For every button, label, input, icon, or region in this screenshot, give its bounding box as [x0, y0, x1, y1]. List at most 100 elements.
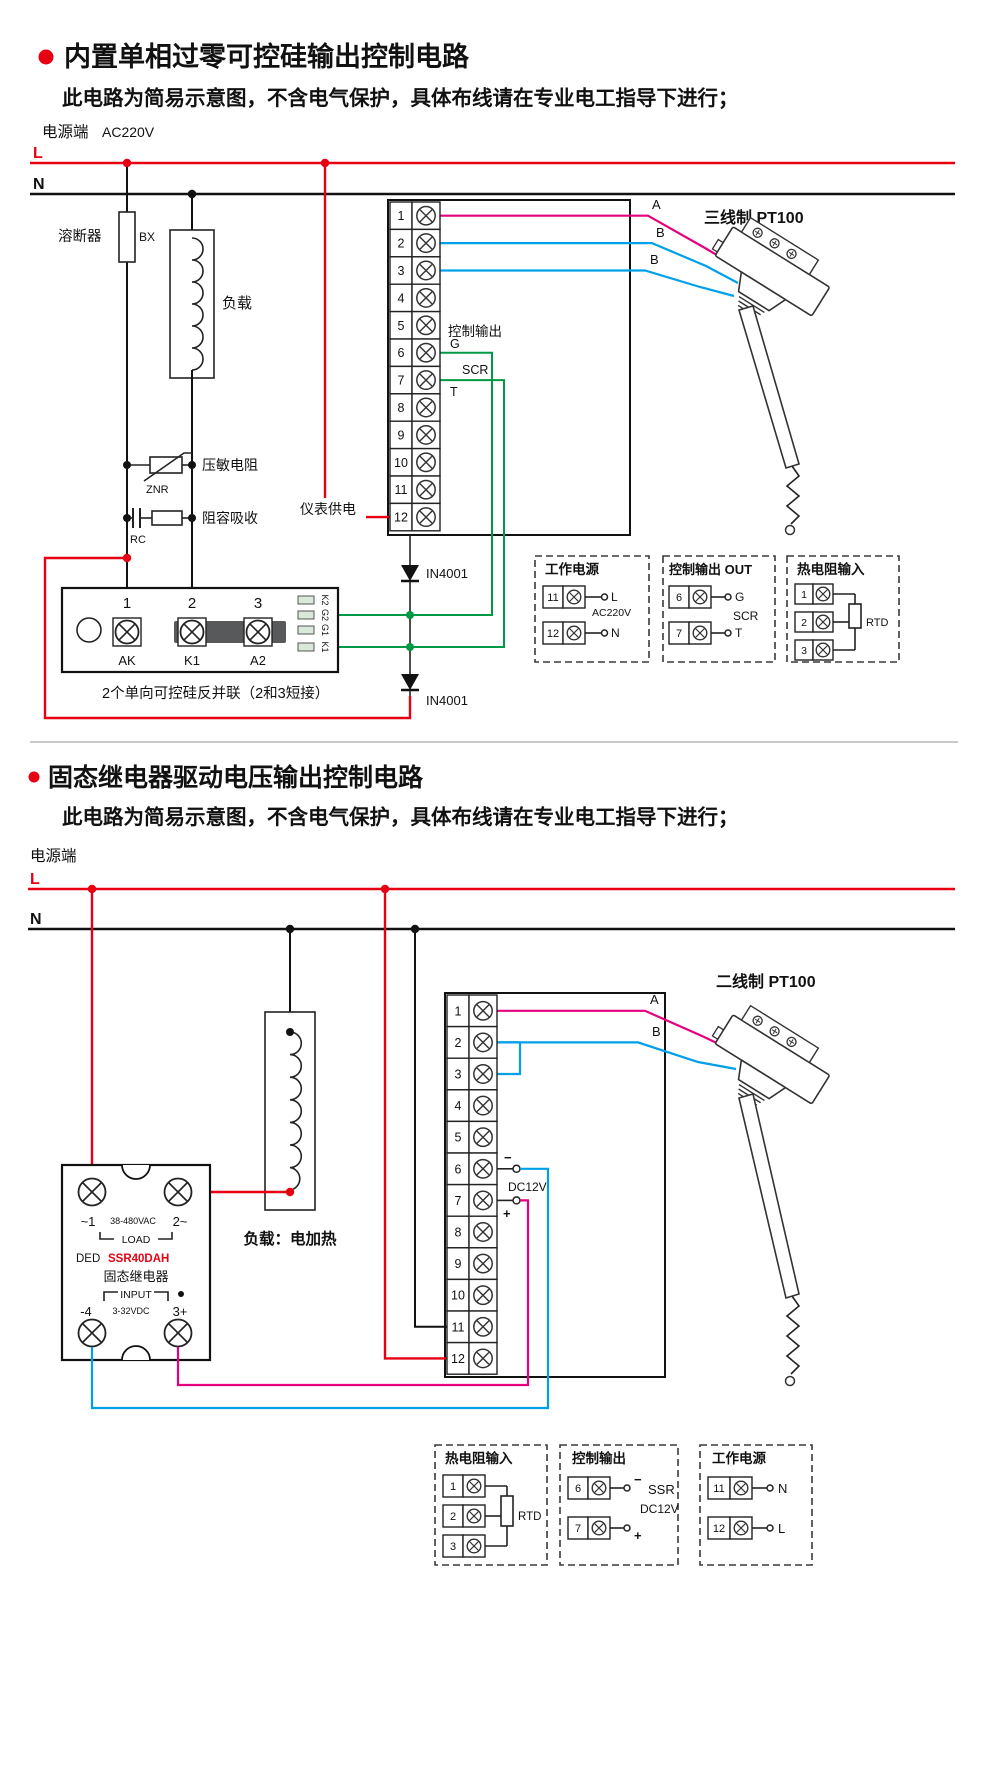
rc-label: 阻容吸收: [202, 510, 258, 526]
led-dot-icon: [178, 1291, 184, 1297]
legend-control-out: 控制输出 OUT 6 G SCR 7 T: [662, 555, 776, 663]
svg-text:7: 7: [575, 1523, 581, 1535]
svg-text:G: G: [735, 590, 744, 604]
load-label: 负载: [222, 295, 252, 312]
rc-snubber: 阻容吸收 RC: [127, 508, 258, 546]
probe-element: [785, 1295, 801, 1375]
screw-icon: [179, 619, 205, 645]
ssr-minus-wire: [90, 1167, 550, 1410]
ssr-brand: DED: [76, 1253, 100, 1265]
svg-text:9: 9: [398, 428, 405, 442]
module-k1-label: K1: [184, 653, 200, 668]
terminal-row: 4: [389, 283, 441, 313]
screw-icon: [733, 1520, 749, 1536]
svg-text:6: 6: [455, 1162, 462, 1176]
meter-power-label: 仪表供电: [300, 501, 356, 517]
protection-diodes: IN4001 IN4001: [43, 535, 468, 720]
screw-icon: [416, 507, 436, 528]
screw-icon: [163, 1318, 193, 1348]
power-voltage-label: AC220V: [102, 124, 155, 140]
section1-title: 内置单相过零可控硅输出控制电路: [64, 41, 470, 72]
screw-icon: [692, 625, 708, 641]
legend-rtd-input: 热电阻输入 1 2 3 RTD: [434, 1444, 548, 1566]
svg-text:4: 4: [398, 291, 405, 305]
svg-text:N: N: [778, 1481, 787, 1496]
screw-icon: [416, 370, 436, 391]
terminal-row: 6: [389, 338, 441, 368]
svg-text:8: 8: [398, 401, 405, 415]
svg-text:1: 1: [450, 1481, 456, 1493]
screw-icon: [473, 1253, 493, 1274]
terminal-row: 4: [446, 1089, 498, 1123]
legend-title: 控制输出: [572, 1450, 626, 1466]
screw-icon: [466, 1478, 482, 1494]
terminal-row: 7: [389, 365, 441, 395]
module-ak-label: AK: [118, 653, 136, 668]
work-power-n-wire: [414, 929, 447, 1328]
svg-text:5: 5: [398, 319, 405, 333]
ssr-module: ~1 38-480VAC 2~ LOAD DED SSR40DAH 固态继电器 …: [60, 1163, 212, 1362]
svg-text:10: 10: [451, 1289, 465, 1303]
meter-power-wire: 仪表供电: [296, 163, 390, 520]
section-scr-output: 内置单相过零可控硅输出控制电路 此电路为简易示意图，不含电气保护，具体布线请在专…: [30, 41, 955, 720]
dc12v-label: DC12V: [508, 1180, 547, 1194]
svg-text:DC12V: DC12V: [640, 1502, 679, 1516]
module-pin-g2: G2: [320, 609, 330, 621]
terminal-row: 11: [389, 475, 441, 505]
screw-icon: [473, 1222, 493, 1242]
fuse: 溶断器 BX: [58, 163, 155, 618]
screw-icon: [416, 452, 436, 473]
line-l-label: L: [33, 145, 43, 162]
screw-icon: [473, 1127, 493, 1148]
svg-text:T: T: [735, 626, 743, 640]
probe-tip-icon: [784, 524, 796, 536]
probe-head-icon: [699, 1000, 839, 1129]
load: 负载: [169, 194, 252, 618]
ssr-input-label: INPUT: [120, 1289, 152, 1301]
svg-text:2: 2: [455, 1036, 462, 1050]
svg-text:7: 7: [455, 1194, 462, 1208]
heater-load: 负载：电加热: [243, 1011, 337, 1248]
svg-text:1: 1: [801, 589, 807, 601]
svg-text:3: 3: [455, 1068, 462, 1082]
svg-text:L: L: [611, 590, 618, 604]
ssr-name: 固态继电器: [103, 1269, 168, 1284]
ssr-term4: -4: [80, 1304, 92, 1319]
screw-icon: [733, 1480, 749, 1496]
ssr-model: SSR40DAH: [108, 1253, 169, 1265]
plus-label: +: [634, 1528, 642, 1543]
legend-title: 热电阻输入: [445, 1450, 513, 1466]
fuse-code: BX: [139, 230, 155, 244]
svg-text:6: 6: [575, 1483, 581, 1495]
power-terminal-label: 电源端: [30, 847, 77, 865]
fuse-label: 溶断器: [58, 228, 102, 245]
line-n-label: N: [30, 911, 42, 928]
diode2-label: IN4001: [426, 693, 468, 708]
screw-icon: [473, 1190, 493, 1211]
gate-label: G: [450, 337, 460, 351]
pt100-2wire-label: 二线制 PT100: [716, 972, 816, 991]
terminal-row: 1: [446, 994, 498, 1028]
legend-rtd-input: 热电阻输入 1 2 3 RTD: [786, 555, 900, 663]
ssr-term3: 3+: [173, 1304, 188, 1319]
screw-icon: [591, 1520, 607, 1536]
svg-text:11: 11: [713, 1483, 724, 1495]
minus-label: −: [634, 1472, 642, 1487]
svg-text:RTD: RTD: [518, 1511, 541, 1523]
legend-title: 控制输出 OUT: [669, 562, 752, 577]
screw-icon: [473, 1032, 493, 1053]
screw-icon: [566, 625, 582, 641]
screw-icon: [466, 1538, 482, 1554]
svg-text:2: 2: [398, 237, 405, 251]
plus-label: +: [503, 1206, 511, 1221]
probe-shaft: [738, 1092, 800, 1300]
screw-icon: [692, 589, 708, 605]
svg-text:11: 11: [547, 592, 558, 604]
screw-icon: [114, 619, 140, 645]
section1-subtitle: 此电路为简易示意图，不含电气保护，具体布线请在专业电工指导下进行；: [62, 86, 739, 110]
screw-icon: [416, 233, 436, 254]
terminal-row: 5: [446, 1120, 498, 1154]
pt100-3wire: 三线制 PT100: [699, 208, 839, 536]
svg-text:11: 11: [395, 483, 408, 497]
